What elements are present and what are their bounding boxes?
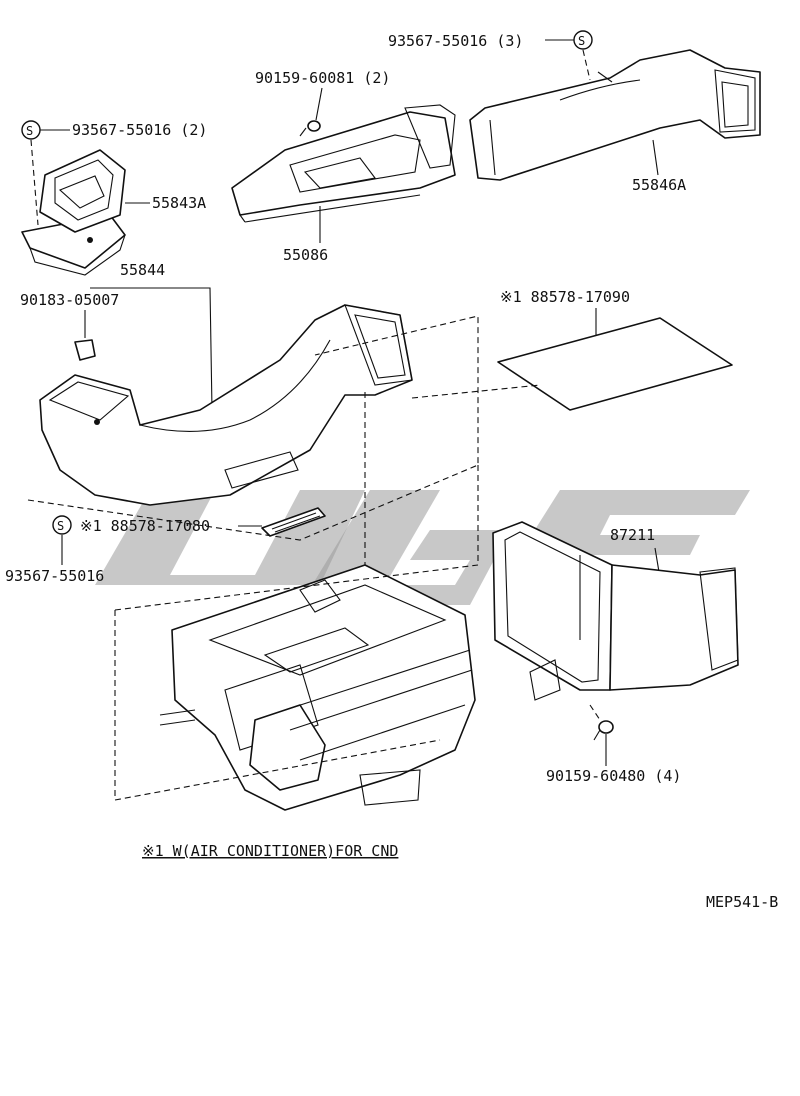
- grille-88578-17080: [261, 507, 326, 537]
- screw-90159-60081: [299, 120, 321, 137]
- label-55844: 55844: [120, 261, 165, 279]
- label-55843A: 55843A: [152, 194, 206, 212]
- label-93567-55016-3: 93567-55016 (3): [388, 32, 523, 50]
- diagram-id: MEP541-B: [706, 893, 778, 911]
- part-55846A: [469, 49, 761, 181]
- s-symbol-top-left: S: [21, 120, 41, 140]
- label-93567-55016-2: 93567-55016 (2): [72, 121, 207, 139]
- pad-88578-17090: [497, 317, 733, 411]
- part-55844: [39, 304, 413, 506]
- svg-text:S: S: [57, 519, 64, 533]
- s-symbol-bottom-left: S: [52, 515, 72, 535]
- clip-90183-05007: [74, 339, 96, 361]
- screw-90159-60480: [593, 720, 614, 741]
- part-87211: [492, 521, 739, 701]
- label-87211: 87211: [610, 526, 655, 544]
- svg-text:S: S: [26, 124, 33, 138]
- part-55086: [231, 104, 456, 223]
- label-88578-17080: ※1 88578-17080: [80, 517, 210, 535]
- footnote-air-conditioner: ※1 W(AIR CONDITIONER)FOR CND: [142, 842, 398, 860]
- label-55846A: 55846A: [632, 176, 686, 194]
- label-93567-55016: 93567-55016: [5, 567, 104, 585]
- s-symbol-top-right: S: [573, 30, 593, 50]
- heater-unit-assembly: [159, 564, 476, 811]
- label-90159-60480-4: 90159-60480 (4): [546, 767, 681, 785]
- label-90159-60081-2: 90159-60081 (2): [255, 69, 390, 87]
- part-55843A: [21, 149, 126, 276]
- svg-text:S: S: [578, 34, 585, 48]
- label-88578-17090: ※1 88578-17090: [500, 288, 630, 306]
- label-55086: 55086: [283, 246, 328, 264]
- label-90183-05007: 90183-05007: [20, 291, 119, 309]
